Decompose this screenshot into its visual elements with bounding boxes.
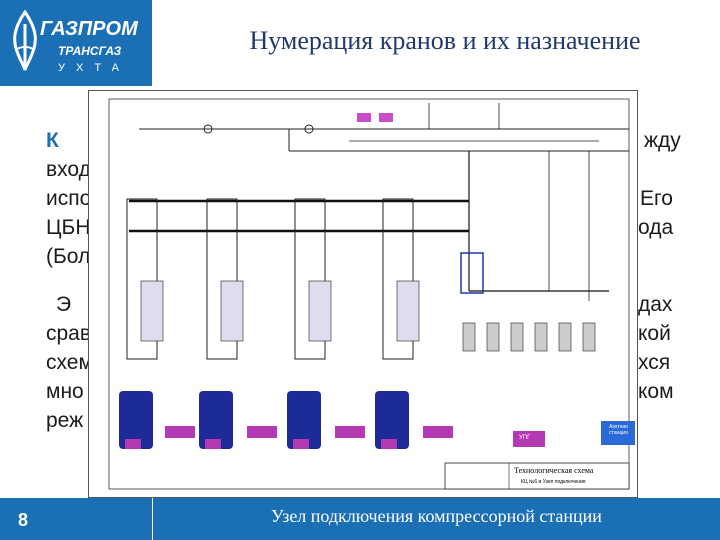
- logo-city-text: УХТА: [58, 62, 131, 74]
- logo-main-text: ГАЗПРОМ: [40, 18, 138, 40]
- body-line: испо: [46, 187, 92, 210]
- compressor-unit: [199, 198, 277, 449]
- body-line-end: жду: [644, 129, 681, 152]
- body-line: (Бол: [46, 245, 91, 268]
- process-diagram: Технологическая схема КЦ №6 и Узел подкл…: [88, 90, 638, 498]
- footer-caption: Узел подключения компрессорной станции: [271, 506, 602, 526]
- flame-logo-icon: [13, 10, 37, 71]
- nitrogen-station-block: [601, 421, 635, 445]
- body-line: Э: [56, 293, 72, 316]
- compressor-unit: [119, 198, 195, 449]
- separator-group: [462, 322, 596, 352]
- body-line-end: Его: [640, 187, 673, 210]
- body-line: схем: [46, 351, 93, 374]
- body-line-end: хся: [638, 351, 671, 374]
- diagram-title-block: Технологическая схема: [514, 466, 594, 475]
- body-line: ЦБН: [46, 216, 91, 239]
- body-line: мно: [46, 380, 84, 403]
- body-line-end: ода: [638, 216, 674, 239]
- nitrogen-station-label: Азотная станция: [609, 424, 628, 436]
- logo-sub-text: ТРАНСГАЗ: [58, 44, 122, 58]
- body-line: реж: [46, 409, 84, 432]
- slide-footer: [0, 498, 720, 540]
- diagram-subtitle-block: КЦ №6 и Узел подключения: [521, 479, 586, 485]
- compressor-unit: [287, 198, 365, 449]
- footer-divider: [152, 498, 153, 540]
- body-line-end: дах: [638, 293, 673, 316]
- upg-block: [513, 431, 545, 447]
- page-number: 8: [18, 510, 29, 530]
- gazprom-logo: ГАЗПРОМ ТРАНСГАЗ УХТА: [0, 0, 152, 86]
- upg-label: УПГ: [519, 435, 531, 441]
- process-schematic: [108, 98, 635, 490]
- body-line-end: кой: [638, 322, 671, 345]
- body-line-end: ком: [638, 380, 674, 403]
- slide-title: Нумерация кранов и их назначение: [249, 26, 641, 55]
- body-line: вход: [46, 158, 91, 181]
- body-line: К: [46, 129, 59, 152]
- body-line: срав: [46, 322, 92, 345]
- slide-header: ГАЗПРОМ ТРАНСГАЗ УХТА Нумерация кранов и…: [0, 0, 720, 86]
- compressor-unit: [375, 198, 453, 449]
